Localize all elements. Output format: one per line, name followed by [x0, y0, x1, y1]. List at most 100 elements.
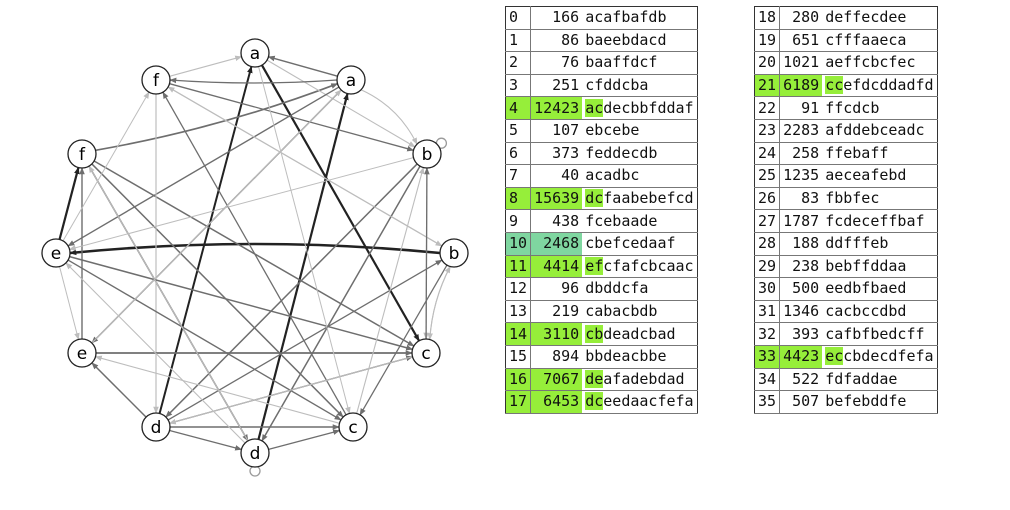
row-sequence: ffcdcb [822, 96, 938, 120]
graph-edge [429, 265, 451, 340]
row-sequence: eedbfbaed [822, 277, 938, 301]
graph-edge [58, 166, 80, 240]
row-count: 12423 [530, 96, 583, 120]
graph-node: a [336, 65, 366, 95]
graph-node: f [141, 65, 171, 95]
sequence-prefix: ec [825, 347, 844, 366]
sequence-rest: cfffaaeca [825, 30, 907, 49]
node-label: e [77, 344, 87, 364]
graph-edge [158, 65, 253, 414]
row-count: 1346 [779, 300, 823, 324]
sequence-rest: deadcbad [603, 324, 676, 343]
sequence-prefix: de [585, 369, 604, 388]
sequence-rest: aeceafebd [825, 166, 907, 185]
row-index: 34 [754, 368, 781, 392]
row-index: 23 [754, 119, 781, 143]
node-label: e [51, 244, 61, 264]
graph-edge [67, 259, 342, 421]
sequence-rest: cfddcba [585, 76, 649, 95]
graph-node: d [240, 438, 270, 468]
node-label: b [449, 244, 460, 264]
sequence-rest: deffecdee [825, 8, 907, 27]
sequence-rest: ddfffeb [825, 234, 889, 253]
node-label: c [421, 344, 430, 364]
row-sequence: feddecdb [582, 142, 698, 166]
row-index: 16 [505, 368, 532, 392]
sequence-prefix: ac [585, 98, 604, 117]
graph-node: d [141, 412, 171, 442]
graph-node: b [412, 139, 442, 169]
node-label: d [250, 444, 261, 464]
row-sequence: befebddfe [822, 390, 938, 414]
node-label: a [346, 71, 356, 91]
graph-edge [258, 66, 351, 415]
graph-edge [167, 86, 443, 247]
graph-edge [69, 255, 414, 351]
row-sequence: fcebaade [582, 209, 698, 233]
row-index: 27 [754, 209, 781, 233]
row-index: 19 [754, 29, 781, 53]
row-sequence: fdfaddae [822, 368, 938, 392]
graph-edge [91, 163, 344, 418]
row-count: 188 [779, 232, 823, 256]
row-sequence: dceedaacfefa [582, 390, 698, 414]
row-index: 15 [505, 345, 532, 369]
row-sequence: cafbfbedcff [822, 322, 938, 346]
row-count: 258 [779, 142, 823, 166]
sequence-rest: fcebaade [585, 211, 658, 230]
row-index: 31 [754, 300, 781, 324]
graph-edge [424, 167, 430, 340]
sequence-rest: fdfaddae [825, 369, 898, 388]
sequence-rest: baeebdacd [585, 30, 667, 49]
graph-node: c [411, 338, 441, 368]
row-count: 96 [530, 277, 583, 301]
row-count: 438 [530, 209, 583, 233]
graph-node: e [67, 338, 97, 368]
sequence-rest: aeffcbcfec [825, 53, 916, 72]
graph-edge [260, 64, 421, 342]
row-count: 238 [779, 255, 823, 279]
sequence-prefix: ef [585, 256, 604, 275]
sequence-rest: fcdeceffbaf [825, 211, 925, 230]
node-circle [67, 338, 97, 368]
graph-node: c [338, 412, 368, 442]
graph-edge [68, 157, 414, 251]
row-sequence: deffecdee [822, 6, 938, 30]
graph-node: b [439, 238, 469, 268]
row-sequence: ebcebe [582, 119, 698, 143]
row-index: 8 [505, 187, 532, 211]
node-label: d [151, 418, 162, 438]
row-index: 33 [754, 345, 781, 369]
row-sequence: baaffdcf [582, 51, 698, 75]
row-index: 10 [505, 232, 532, 256]
node-label: f [79, 145, 86, 165]
row-count: 251 [530, 74, 583, 98]
sequence-rest: bbdeacbbe [585, 347, 667, 366]
sequence-rest: afddebceadc [825, 121, 925, 140]
row-count: 1235 [779, 164, 823, 188]
sequence-rest: cacbccdbd [825, 302, 907, 321]
row-sequence: ffebaff [822, 142, 938, 166]
row-index: 0 [505, 6, 532, 30]
row-index: 28 [754, 232, 781, 256]
node-circle [67, 139, 97, 169]
row-count: 7067 [530, 368, 583, 392]
row-sequence: dbddcfa [582, 277, 698, 301]
row-index: 2 [505, 51, 532, 75]
row-sequence: bbdeacbbe [582, 345, 698, 369]
